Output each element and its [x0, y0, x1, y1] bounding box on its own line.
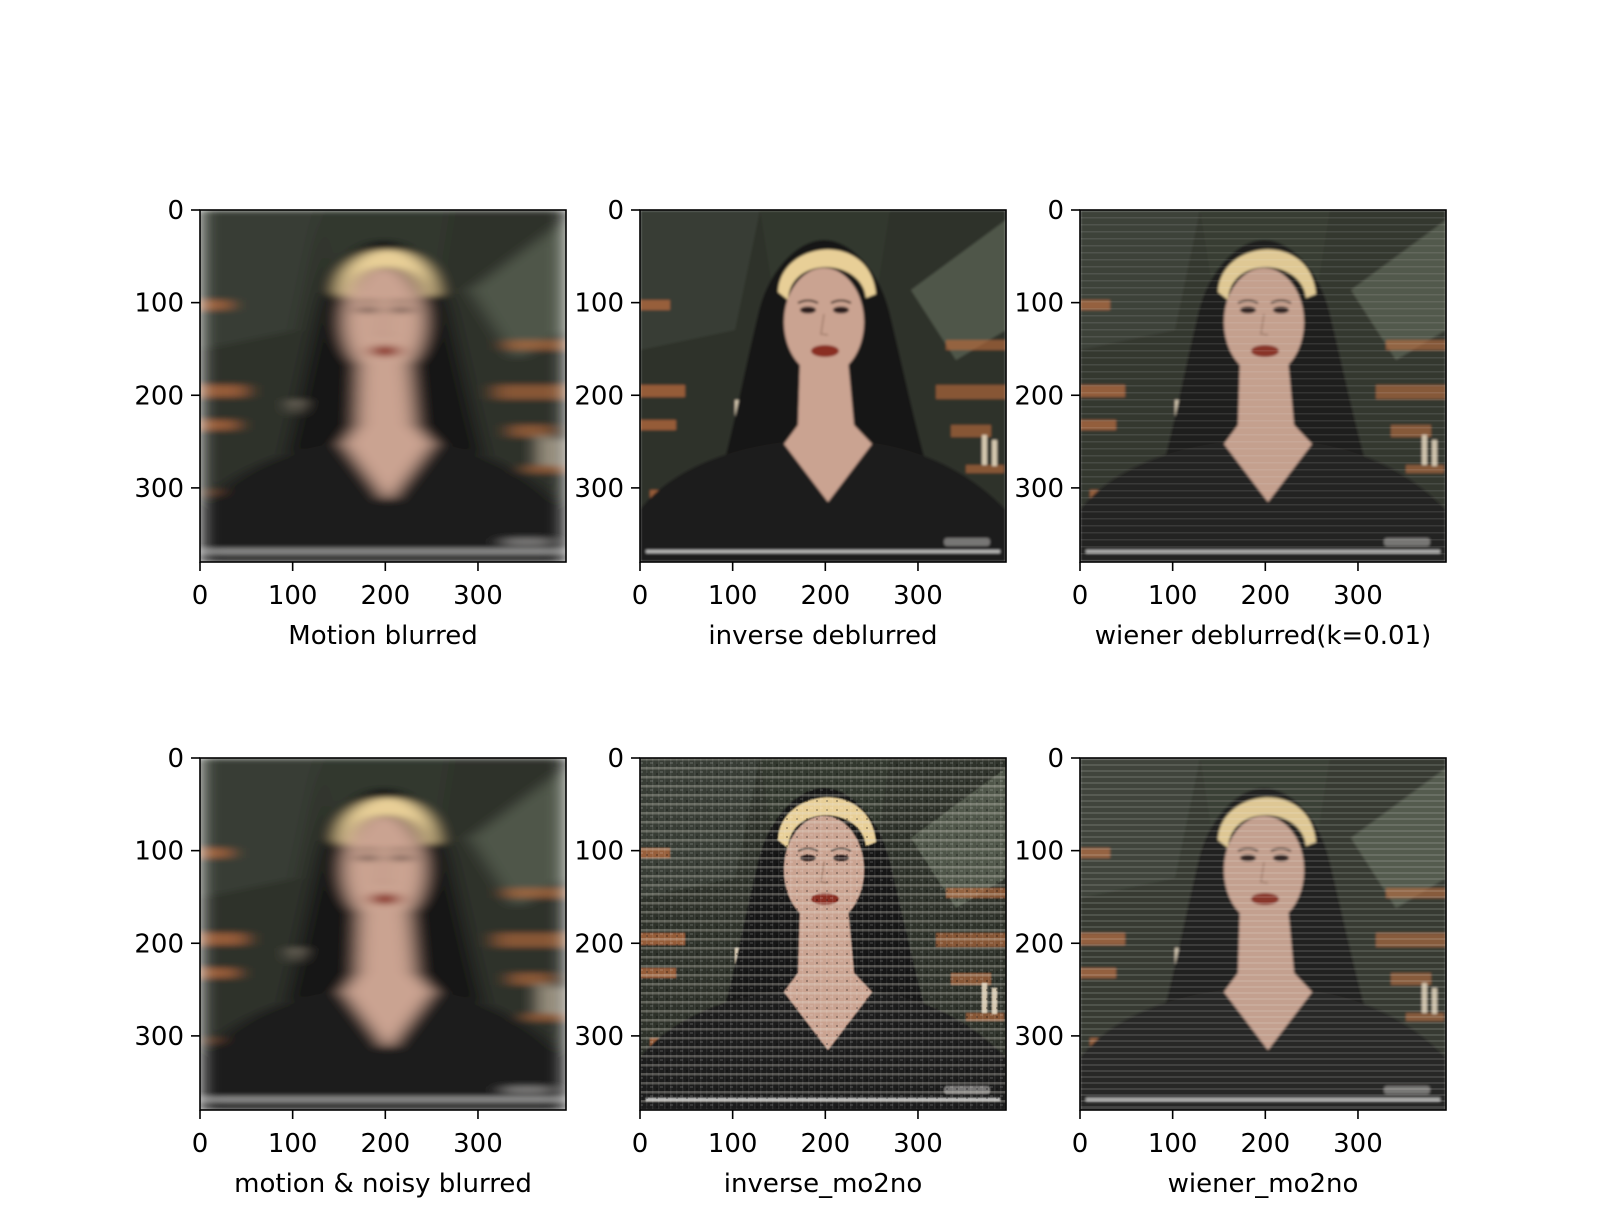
- y-tick-label: 100: [134, 289, 184, 319]
- x-tick-label: 0: [1072, 1129, 1089, 1159]
- x-tick-label: 200: [800, 1129, 850, 1159]
- y-tick-label: 300: [1014, 474, 1064, 504]
- x-tick-label: 300: [453, 581, 503, 611]
- x-tick-label: 200: [800, 581, 850, 611]
- x-tick-label: 0: [632, 581, 649, 611]
- subplot-image: [1080, 758, 1446, 1110]
- subplot-3: 0 100 200 300 0 100 200 300 wiener deblurred(k=0…: [1014, 196, 1447, 651]
- x-tick-label: 200: [1240, 1129, 1290, 1159]
- y-tick-label: 200: [134, 381, 184, 411]
- x-tick-label: 300: [1333, 581, 1383, 611]
- y-tick-label: 200: [574, 381, 624, 411]
- subplot-image: [640, 210, 1006, 562]
- x-tick-label: 0: [1072, 581, 1089, 611]
- x-tick-label: 200: [360, 581, 410, 611]
- y-tick-label: 0: [167, 744, 184, 774]
- subplot-2: 0 100 200 300 0 100 200 300 inverse deblurred: [574, 196, 1007, 651]
- x-tick-label: 0: [192, 1129, 209, 1159]
- y-tick-label: 200: [134, 929, 184, 959]
- subplot-image: [200, 210, 566, 562]
- x-tick-label: 0: [192, 581, 209, 611]
- y-tick-label: 100: [134, 837, 184, 867]
- x-tick-label: 100: [708, 1129, 758, 1159]
- x-tick-label: 300: [1333, 1129, 1383, 1159]
- subplot-title: inverse deblurred: [708, 621, 937, 651]
- y-tick-label: 200: [574, 929, 624, 959]
- y-tick-label: 0: [607, 744, 624, 774]
- y-tick-label: 200: [1014, 381, 1064, 411]
- y-tick-label: 100: [1014, 289, 1064, 319]
- axes-frame: [639, 757, 1007, 1111]
- x-tick-label: 100: [708, 581, 758, 611]
- y-tick-label: 100: [574, 289, 624, 319]
- y-tick-label: 100: [1014, 837, 1064, 867]
- subplot-title: inverse_mo2no: [724, 1169, 922, 1199]
- y-tick-label: 300: [134, 1022, 184, 1052]
- x-tick-label: 100: [1148, 1129, 1198, 1159]
- subplot-title: wiener deblurred(k=0.01): [1095, 621, 1432, 651]
- subplot-4: 0 100 200 300 0 100 200 300 motion & noisy blurr…: [134, 744, 567, 1199]
- y-tick-label: 200: [1014, 929, 1064, 959]
- y-tick-label: 300: [574, 1022, 624, 1052]
- subplot-image: [1080, 210, 1446, 562]
- axes-frame: [1079, 209, 1447, 563]
- x-tick-label: 200: [360, 1129, 410, 1159]
- x-tick-label: 300: [893, 581, 943, 611]
- axes-frame: [199, 757, 567, 1111]
- y-tick-label: 0: [1047, 196, 1064, 226]
- y-tick-label: 0: [167, 196, 184, 226]
- y-tick-label: 300: [574, 474, 624, 504]
- axes-frame: [1079, 757, 1447, 1111]
- subplot-title: Motion blurred: [288, 621, 477, 651]
- x-tick-label: 300: [453, 1129, 503, 1159]
- x-tick-label: 100: [268, 581, 318, 611]
- y-tick-label: 300: [134, 474, 184, 504]
- x-tick-label: 0: [632, 1129, 649, 1159]
- subplot-5: 0 100 200 300 0 100 200 300 inverse_mo2no: [574, 744, 1007, 1199]
- subplot-6: 0 100 200 300 0 100 200 300 wiener_mo2no: [1014, 744, 1447, 1199]
- x-tick-label: 100: [268, 1129, 318, 1159]
- subplot-title: wiener_mo2no: [1168, 1169, 1359, 1199]
- subplot-title: motion & noisy blurred: [234, 1169, 532, 1199]
- y-tick-label: 0: [607, 196, 624, 226]
- x-tick-label: 300: [893, 1129, 943, 1159]
- axes-frame: [199, 209, 567, 563]
- subplot-image: [200, 758, 566, 1110]
- x-tick-label: 100: [1148, 581, 1198, 611]
- axes-frame: [639, 209, 1007, 563]
- subplot-image: [640, 758, 1006, 1110]
- x-tick-label: 200: [1240, 581, 1290, 611]
- y-tick-label: 100: [574, 837, 624, 867]
- y-tick-label: 300: [1014, 1022, 1064, 1052]
- y-tick-label: 0: [1047, 744, 1064, 774]
